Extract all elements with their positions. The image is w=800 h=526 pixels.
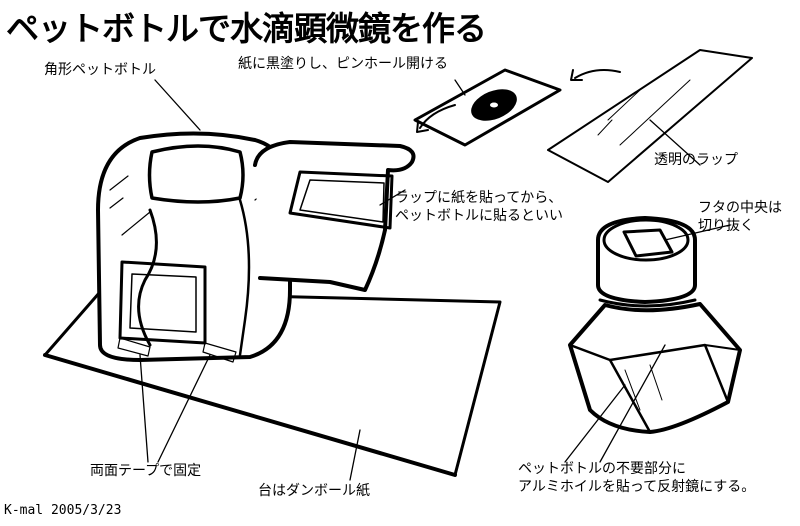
label-attach-line2: ペットボトルに貼るといい [395,208,563,224]
label-cap-line1: フタの中央は [698,200,782,216]
clear-wrap-sheet [547,49,753,183]
label-mirror-line1: ペットボトルの不要部分に [518,461,686,477]
label-attach-line1: ラップに紙を貼ってから、 [395,190,563,206]
arrows [416,69,621,133]
label-mirror-line2: アルミホイルを貼って反射鏡にする。 [518,479,756,495]
pet-bottle-body [96,131,292,363]
signature-date: 2005/3/23 [50,503,122,518]
label-clear-wrap: 透明のラップ [654,152,738,168]
leader-lines [139,79,731,481]
label-bottle: 角形ペットボトル [44,62,156,78]
signature: K-mal 2005/3/23 [4,503,121,518]
label-double-sided-tape: 両面テープで固定 [90,463,202,479]
diagram-title: ペットボトルで水滴顕微鏡を作る [6,9,487,48]
cap-and-mirror [568,216,742,434]
label-cardboard-base: 台はダンボール紙 [258,483,370,499]
signature-author: K-mal [4,503,44,518]
pet-bottle-stage [253,140,416,292]
label-pinhole-paper: 紙に黒塗りし、ピンホール開ける [238,56,448,72]
label-cap-line2: 切り抜く [698,218,754,234]
pinhole-paper [413,68,562,147]
